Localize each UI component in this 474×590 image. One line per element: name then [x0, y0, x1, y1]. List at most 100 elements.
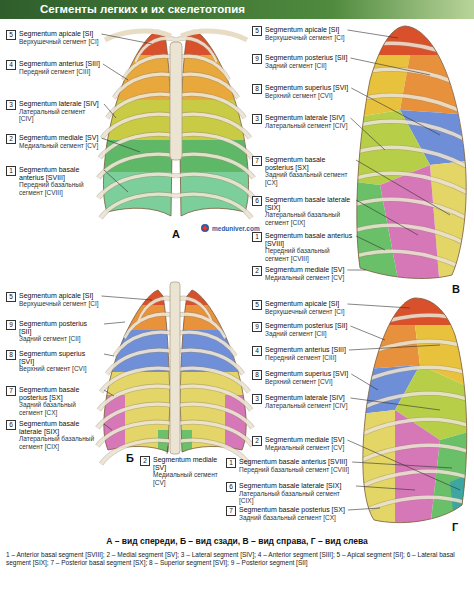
segment-name-latin: Segmentum mediale [SV] — [265, 436, 344, 444]
segment-callout: 5Segmentum apicale [SI]Верхушечный сегме… — [6, 292, 101, 307]
callout-number: 9 — [6, 320, 16, 330]
callout-number: 7 — [252, 156, 262, 166]
segment-callout: 1Segmentum basale anterius [SVIII]Передн… — [226, 458, 353, 473]
leader-line — [351, 118, 385, 150]
segment-name-russian: Верхушечный сегмент [CI] — [19, 38, 99, 45]
segment-name-latin: Segmentum mediale [SV] — [153, 456, 225, 471]
segment-name-latin: Segmentum laterale [SIV] — [19, 100, 99, 108]
segment-names: Segmentum posterius [SII]Задний сегмент … — [265, 322, 353, 337]
leader-line — [348, 508, 380, 510]
leader-line — [356, 236, 385, 250]
segment-names: Segmentum basale anterius [SVIII]Передни… — [265, 232, 353, 262]
segment-name-latin: Segmentum basale anterius [SVIII] — [265, 232, 353, 247]
segment-name-latin: Segmentum superius [SVI] — [265, 370, 348, 378]
segment-names: Segmentum apicale [SI]Верхушечный сегмен… — [19, 30, 101, 45]
segment-name-russian: Латеральный базальный сегмент [CIX] — [239, 490, 353, 504]
segment-callout: 5Segmentum apicale [SI]Верхушечный сегме… — [6, 30, 101, 45]
segment-names: Segmentum superius [SVI]Верхний сегмент … — [265, 370, 353, 385]
callout-number: 6 — [226, 482, 236, 492]
title-bar — [0, 0, 474, 19]
segment-names: Segmentum mediale [SV]Медиальный сегмент… — [19, 134, 101, 149]
leader-line — [104, 424, 112, 430]
leader-line — [103, 64, 128, 80]
segment-callout: 5Segmentum apicale [SI]Верхушечный сегме… — [252, 300, 353, 315]
view-letter: А — [172, 228, 180, 241]
callout-number: 7 — [226, 506, 236, 516]
leader-line — [102, 296, 153, 300]
view-letter: В — [452, 283, 460, 296]
segment-callout: 3Segmentum laterale [SIV]Латеральный сег… — [6, 100, 101, 122]
leader-line — [350, 326, 385, 340]
callout-number: 9 — [252, 322, 262, 332]
segment-names: Segmentum basale posterius [SX]Задний ба… — [265, 156, 353, 186]
leader-line — [104, 170, 128, 192]
segment-name-russian: Задний базальный сегмент [CX] — [265, 171, 353, 185]
leader-line — [347, 440, 460, 490]
segment-name-latin: Segmentum apicale [SI] — [265, 26, 339, 34]
leader-line — [356, 160, 450, 215]
segment-names: Segmentum laterale [SIV]Латеральный сегм… — [19, 100, 101, 122]
segment-callout: 2Segmentum mediale [SV]Медиальный сегмен… — [252, 436, 353, 451]
segment-name-russian: Верхний сегмент [CVI] — [265, 378, 333, 385]
callout-number: 3 — [252, 394, 262, 404]
callout-number: 6 — [6, 420, 16, 430]
segment-callout: 3Segmentum laterale [SIV]Латеральный сег… — [252, 394, 353, 409]
segment-name-latin: Segmentum basale laterale [SIX] — [239, 482, 341, 490]
leader-line — [351, 398, 440, 410]
callout-number: 1 — [226, 458, 236, 468]
segment-name-latin: Segmentum posterius [SII] — [19, 320, 101, 335]
segment-names: Segmentum basale anterius [SVIII]Передни… — [239, 458, 353, 473]
segment-callout: 6Segmentum basale laterale [SIX]Латераль… — [6, 420, 101, 450]
callout-number: 9 — [252, 54, 262, 64]
segment-name-latin: Segmentum basale laterale [SIX] — [265, 196, 353, 211]
leader-line — [104, 104, 116, 118]
left-view-lung — [350, 290, 474, 544]
callout-number: 3 — [252, 114, 262, 124]
segment-name-russian: Передний сегмент [CIII] — [265, 354, 336, 361]
callout-number: 5 — [252, 26, 262, 36]
segment-name-russian: Передний сегмент [CIII] — [19, 68, 90, 75]
segment-names: Segmentum basale laterale [SIX]Латеральн… — [239, 482, 353, 504]
view-letter-holder: Г — [452, 521, 458, 534]
segment-name-latin: Segmentum apicale [SI] — [19, 30, 93, 38]
segment-callout: 3Segmentum laterale [SIV]Латеральный сег… — [252, 114, 353, 129]
segment-name-russian: Задний сегмент [CII] — [265, 62, 327, 69]
segment-name-latin: Segmentum superius [SVI] — [19, 350, 101, 365]
segment-names: Segmentum laterale [SIV]Латеральный сегм… — [265, 394, 353, 409]
segment-name-russian: Верхушечный сегмент [CI] — [265, 308, 345, 315]
back-view-thorax — [95, 282, 255, 464]
callout-number: 3 — [6, 100, 16, 110]
segment-name-russian: Латеральный сегмент [CIV] — [265, 122, 348, 129]
segment-callout: 7Segmentum basale posterius [SX]Задний б… — [226, 506, 353, 521]
callout-number: 8 — [252, 370, 262, 380]
callout-number: 4 — [252, 346, 262, 356]
segment-callout: 4Segmentum anterius [SIII]Передний сегме… — [252, 346, 353, 361]
callout-number: 8 — [252, 84, 262, 94]
leader-line — [348, 304, 411, 308]
segment-names: Segmentum basale laterale [SIX]Латеральн… — [19, 420, 101, 450]
segment-names: Segmentum apicale [SI]Верхушечный сегмен… — [19, 292, 101, 307]
leader-line — [104, 322, 125, 324]
segment-name-russian: Верхушечный сегмент [CI] — [19, 300, 99, 307]
callout-number: 2 — [252, 266, 262, 276]
segment-callout: 1Segmentum basale anterius [SVIII]Передн… — [6, 166, 101, 196]
segment-names: Segmentum basale laterale [SIX]Латеральн… — [265, 196, 353, 226]
segment-names: Segmentum mediale [SV]Медиальный сегмент… — [153, 456, 225, 486]
leader-line — [348, 30, 399, 38]
segment-callout: 8Segmentum superius [SVI]Верхний сегмент… — [6, 350, 101, 373]
view-letter: Г — [452, 521, 458, 534]
view-letter-holder: А — [172, 228, 180, 241]
segment-name-russian: Передний базальный сегмент [CVIII] — [19, 181, 101, 195]
segment-name-russian: Латеральный сегмент [CIV] — [19, 108, 101, 122]
right-view-lung — [340, 20, 474, 290]
callout-number: 2 — [140, 456, 150, 466]
watermark: meduniver.com — [212, 224, 260, 233]
segment-name-latin: Segmentum posterius [SII] — [265, 322, 347, 330]
leader-line — [356, 200, 418, 235]
segment-name-latin: Segmentum anterius [SIII] — [19, 60, 100, 68]
leader-line — [351, 88, 440, 135]
segment-name-latin: Segmentum mediale [SV] — [265, 266, 344, 274]
segment-name-russian: Верхушечный сегмент [CI] — [265, 34, 345, 41]
segment-callout: 8Segmentum superius [SVI]Верхний сегмент… — [252, 370, 353, 385]
